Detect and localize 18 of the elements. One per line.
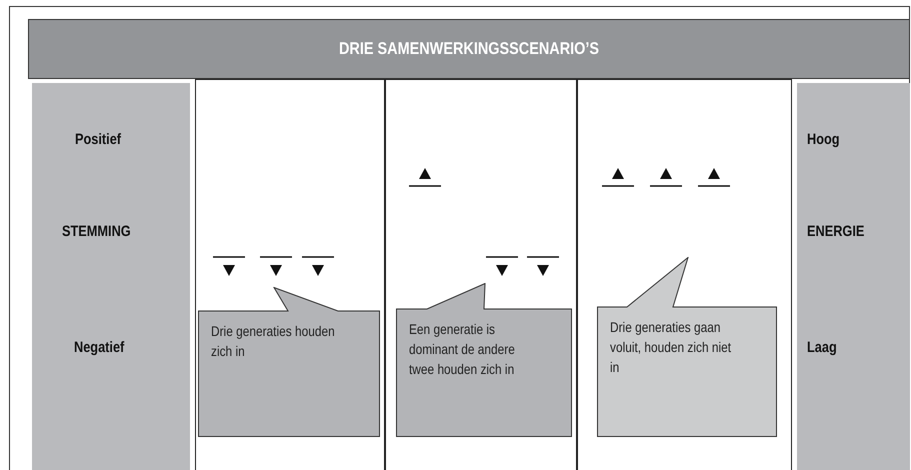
- side-panel: [797, 83, 910, 470]
- axis-label: ENERGIE: [807, 223, 864, 240]
- column-box: [195, 79, 385, 470]
- speech-bubble: [597, 257, 777, 437]
- title: DRIE SAMENWERKINGSSCENARIO’S: [338, 39, 600, 59]
- speech-bubble: [396, 283, 572, 437]
- bubble-text: Drie generaties gaan voluit, houden zich niet in: [610, 318, 732, 377]
- bubble-text: Drie generaties houden zich in: [211, 322, 336, 361]
- scale-label: Negatief: [74, 339, 124, 356]
- scale-label: Hoog: [807, 131, 840, 148]
- scale-label: Positief: [75, 131, 122, 148]
- speech-bubble: [198, 287, 380, 437]
- column-box: [577, 79, 792, 470]
- side-panel: [32, 83, 190, 470]
- scale-label: Laag: [807, 339, 837, 356]
- axis-label: STEMMING: [62, 223, 131, 240]
- bubble-text: Een generatie is dominant de andere twee houden zich in: [409, 320, 516, 379]
- column-box: [385, 79, 577, 470]
